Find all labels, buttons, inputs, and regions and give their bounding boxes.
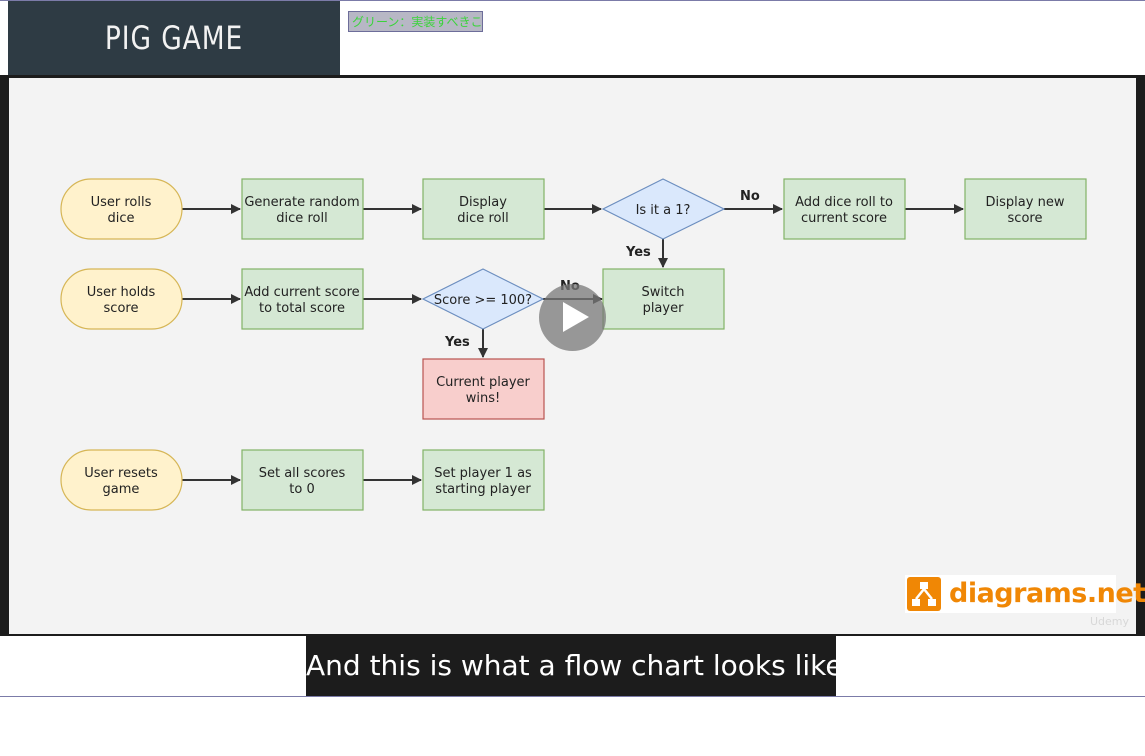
node-label: dice roll (276, 211, 327, 226)
node-label: score (104, 301, 139, 316)
node-label: Current player (436, 375, 530, 390)
diagrams-net-logo: diagrams.net (905, 575, 1145, 613)
play-icon (563, 302, 589, 332)
node-user-holds-score: User holds score (60, 268, 183, 330)
node-is-it-a-1-decision: Is it a 1? (601, 178, 726, 240)
node-add-current-score-to-total: Add current score to total score (241, 268, 364, 330)
node-label: starting player (435, 482, 531, 497)
node-label: dice roll (457, 211, 508, 226)
play-button[interactable] (539, 284, 606, 351)
diagrams-logo-icon (907, 577, 941, 611)
node-label: game (103, 482, 140, 497)
udemy-watermark: Udemy (1090, 615, 1130, 628)
node-label: Add current score (244, 285, 359, 300)
node-label: Display new (986, 195, 1065, 210)
node-label: User resets (84, 466, 158, 481)
node-label: to total score (259, 301, 345, 316)
edge-label-yes-2: Yes (444, 335, 470, 350)
node-label: score (1008, 211, 1043, 226)
subtitle-caption: And this is what a flow chart looks like… (306, 636, 851, 696)
node-display-dice-roll: Display dice roll (422, 178, 545, 240)
node-label: Score >= 100? (434, 293, 532, 308)
node-label: current score (801, 211, 887, 226)
node-label: dice (107, 211, 134, 226)
node-label: User rolls (91, 195, 152, 210)
edge-label-no-1: No (740, 189, 760, 204)
node-user-resets-game: User resets game (60, 449, 183, 511)
node-label: Set player 1 as (434, 466, 532, 481)
node-label: Switch (642, 285, 685, 300)
edges (182, 204, 964, 485)
node-label: Add dice roll to (795, 195, 893, 210)
node-switch-player: Switch player (602, 268, 725, 330)
node-label: to 0 (289, 482, 314, 497)
node-display-new-score: Display new score (964, 178, 1087, 240)
node-label: User holds (87, 285, 156, 300)
node-current-player-wins: Current player wins! (422, 358, 545, 420)
node-user-rolls-dice: User rolls dice (60, 178, 183, 240)
node-generate-random-dice-roll: Generate random dice roll (241, 178, 364, 240)
node-score-100-decision: Score >= 100? (421, 268, 545, 330)
node-label: Generate random (244, 195, 359, 210)
diagram-canvas (9, 78, 1136, 634)
node-label: Display (459, 195, 507, 210)
edge-label-yes-1: Yes (625, 245, 651, 260)
legend-note: グリーン：実装すべきこと (348, 11, 483, 32)
node-label: wins! (466, 391, 500, 406)
logo-text: diagrams.net (949, 578, 1145, 609)
node-label: Is it a 1? (636, 203, 691, 218)
node-label: Set all scores (259, 466, 346, 481)
node-add-dice-roll-to-current-score: Add dice roll to current score (783, 178, 906, 240)
node-set-player-1-starting: Set player 1 as starting player (422, 449, 545, 511)
node-label: player (643, 301, 685, 316)
node-set-all-scores-to-0: Set all scores to 0 (241, 449, 364, 511)
